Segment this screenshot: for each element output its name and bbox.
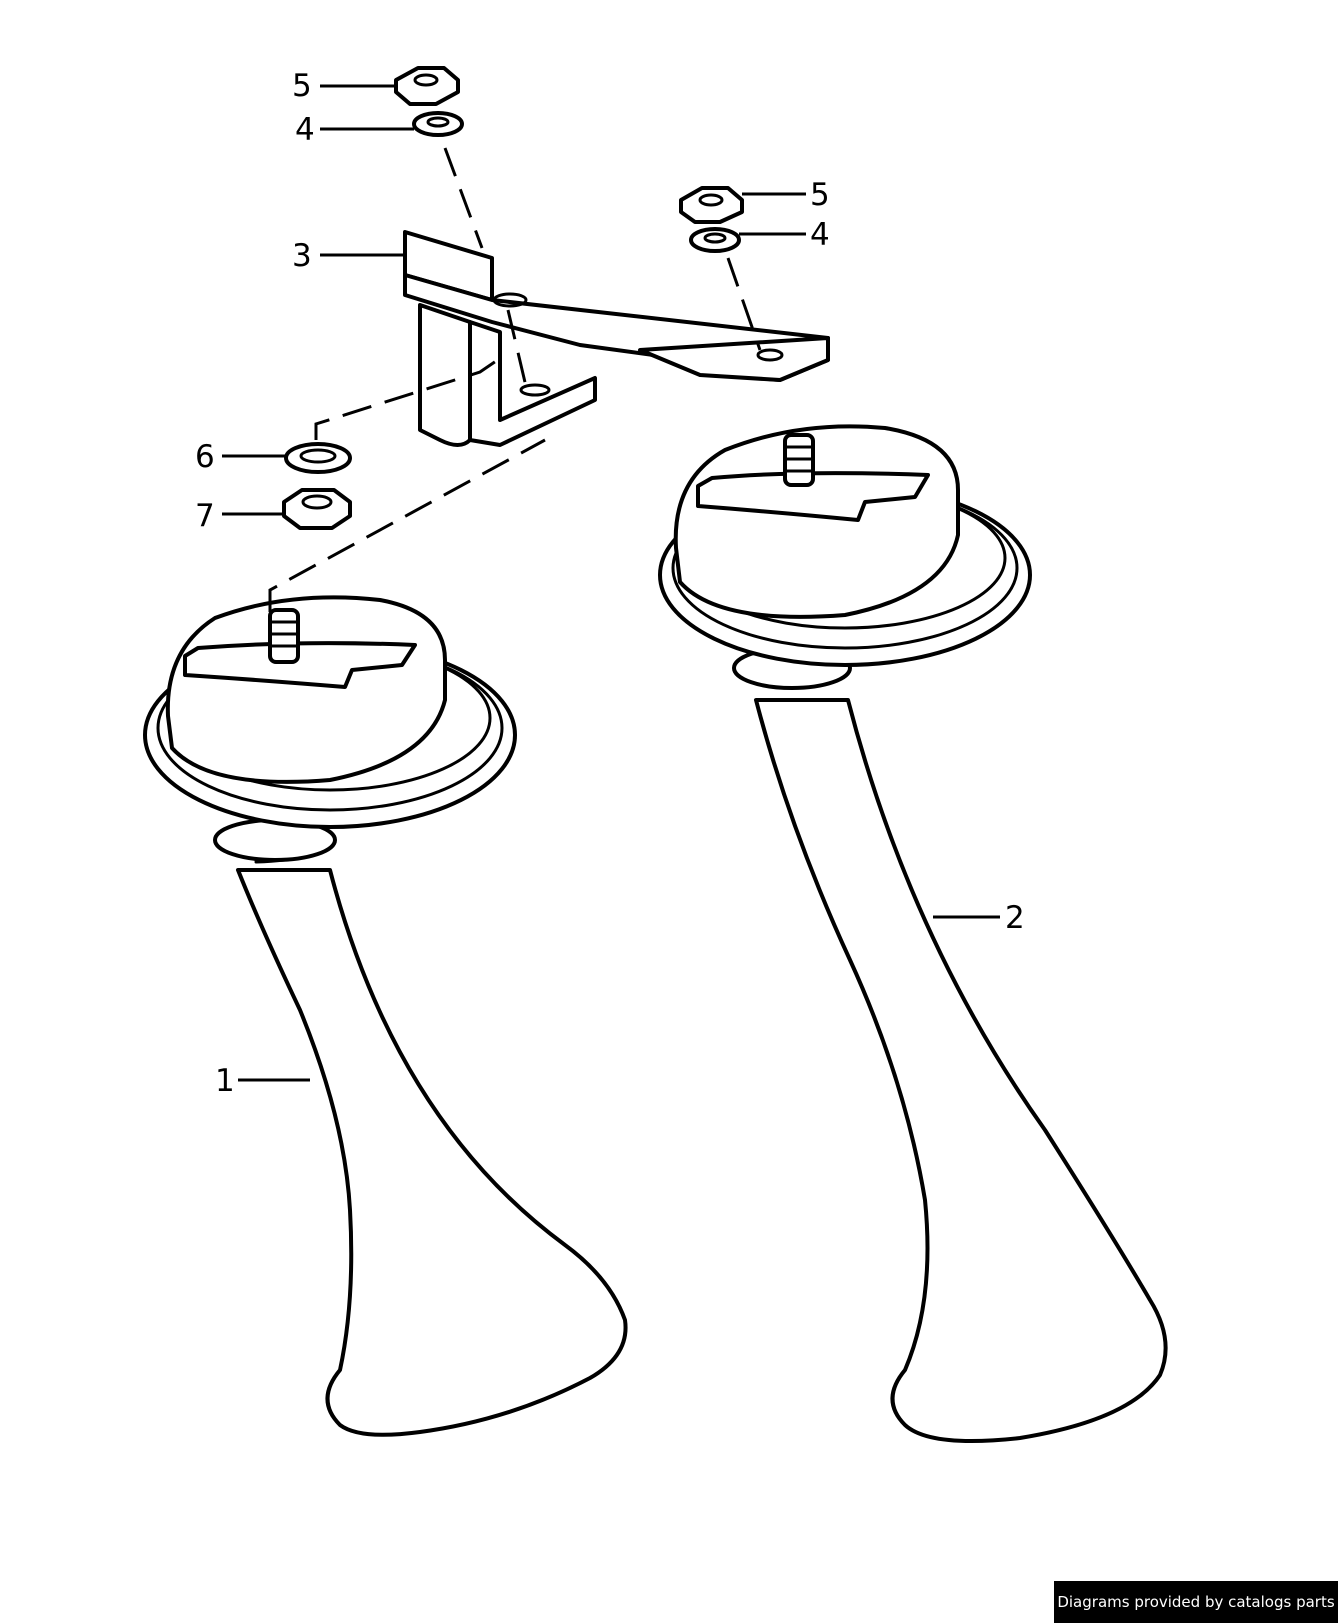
nut-5-right[interactable] — [679, 186, 744, 224]
callout-7: 7 — [195, 498, 215, 534]
horn-2[interactable] — [658, 424, 1168, 1443]
assembly-line-center — [506, 309, 530, 396]
callout-4-left: 4 — [295, 112, 315, 148]
callout-3: 3 — [292, 238, 312, 274]
callout-2: 2 — [1005, 900, 1025, 936]
nut-5-left[interactable] — [394, 66, 460, 106]
callout-5-left: 5 — [292, 68, 312, 104]
assembly-line-washer — [314, 353, 506, 440]
assembly-line-left-top — [443, 147, 484, 249]
nut-7[interactable] — [282, 488, 352, 530]
flat-washer-6[interactable] — [284, 442, 352, 474]
assembly-line-right — [726, 257, 762, 351]
assembly-line-stud — [268, 438, 546, 612]
lock-washer-4-left[interactable] — [412, 111, 464, 137]
callout-1: 1 — [215, 1063, 235, 1099]
bracket[interactable] — [403, 230, 830, 447]
callout-6: 6 — [195, 439, 215, 475]
callout-4-right: 4 — [810, 217, 830, 253]
lock-washer-4-right[interactable] — [689, 227, 741, 253]
credit-badge: Diagrams provided by catalogs parts — [1054, 1581, 1338, 1623]
callout-5-right: 5 — [810, 177, 830, 213]
horn-1[interactable] — [143, 595, 628, 1437]
